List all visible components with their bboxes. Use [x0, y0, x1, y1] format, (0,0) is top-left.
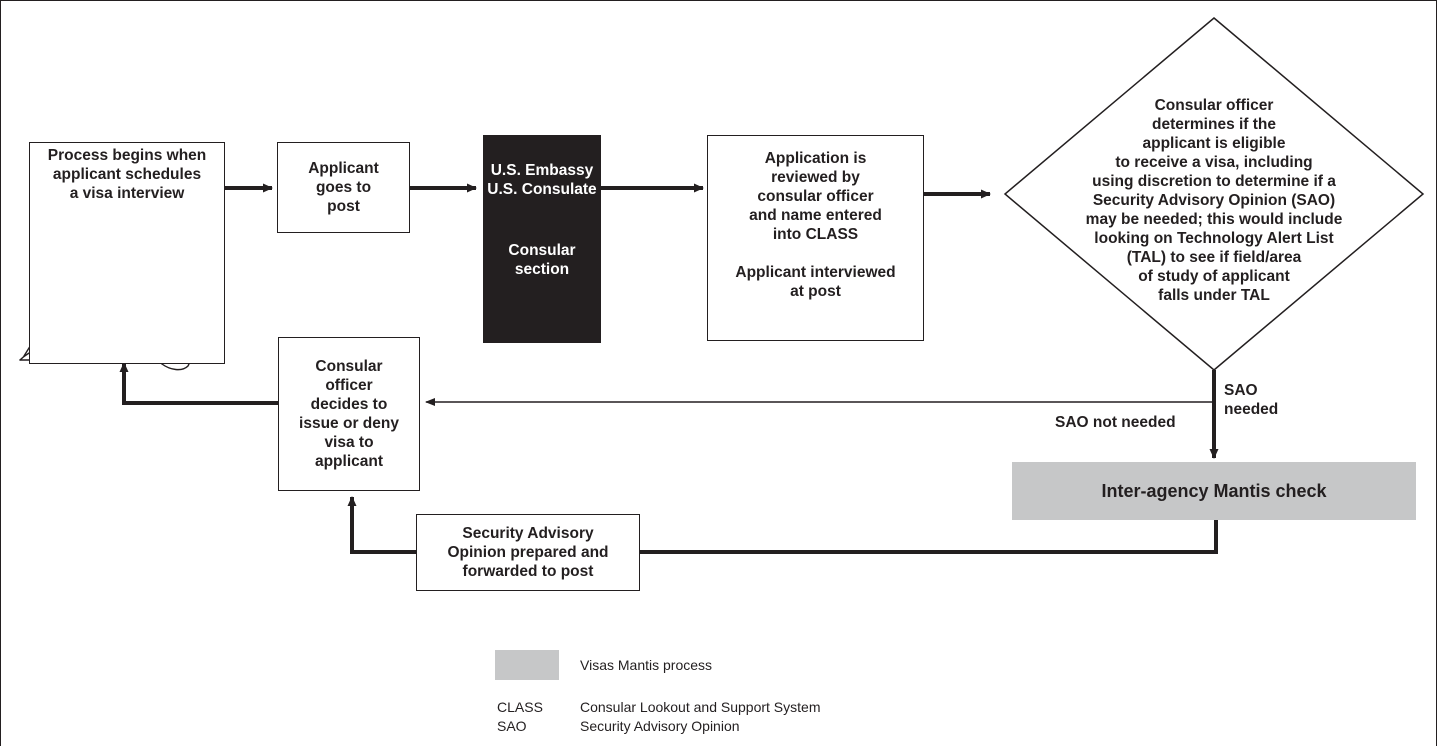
- start-box: Process begins when applicant schedules …: [29, 142, 225, 364]
- legend-swatch-text: Visas Mantis process: [580, 657, 713, 673]
- interview-line: at post: [790, 283, 841, 300]
- decision-line: applicant is eligible: [1142, 135, 1286, 152]
- sao-prepared-line: Security Advisory: [462, 525, 594, 542]
- embassy-line: U.S. Consulate: [487, 181, 597, 198]
- legend-swatch: [495, 650, 559, 680]
- consular-section-line: Consular: [508, 242, 576, 259]
- decision-line: to receive a visa, including: [1115, 154, 1313, 171]
- mantis-check-box: Inter-agency Mantis check: [1012, 462, 1416, 520]
- goes-to-post-line: Applicant: [308, 160, 379, 177]
- review-line: and name entered: [749, 207, 882, 224]
- review-line: consular officer: [757, 188, 874, 205]
- arrow-mantis-to-sao-prepared: [639, 520, 1218, 554]
- start-text-line: a visa interview: [69, 185, 185, 202]
- decision-line: Consular officer: [1154, 97, 1274, 114]
- decision-line: of study of applicant: [1138, 268, 1290, 285]
- review-line: into CLASS: [772, 226, 859, 243]
- issue-deny-line: issue or deny: [299, 415, 399, 432]
- arrow-sao-prepared-to-issue: [347, 496, 416, 554]
- consular-section-line: section: [514, 261, 570, 278]
- start-text-line: Process begins when: [47, 147, 207, 164]
- issue-deny-line: visa to: [324, 434, 374, 451]
- issue-deny-line: applicant: [314, 453, 384, 470]
- start-text-line: applicant schedules: [52, 166, 202, 183]
- goes-to-post-line: post: [327, 198, 360, 215]
- decision-line: falls under TAL: [1158, 287, 1270, 304]
- goes-to-post-line: goes to: [315, 179, 372, 196]
- mantis-check-label: Inter-agency Mantis check: [1101, 480, 1327, 501]
- sao-needed-label: SAO needed: [1224, 381, 1278, 419]
- issue-deny-box: Consular officer decides to issue or den…: [278, 337, 420, 491]
- sao-needed-line: SAO: [1224, 382, 1258, 399]
- decision-text: Consular officer determines if the appli…: [1054, 96, 1374, 326]
- decision-line: Security Advisory Opinion (SAO): [1092, 192, 1336, 209]
- issue-deny-line: decides to: [310, 396, 388, 413]
- sao-prepared-line: forwarded to post: [462, 563, 594, 580]
- legend-abbr: SAO: [497, 718, 527, 734]
- legend-abbr: CLASS: [497, 699, 543, 715]
- review-line: Application is: [764, 150, 867, 167]
- embassy-line: U.S. Embassy: [490, 162, 594, 179]
- sao-needed-line: needed: [1224, 401, 1279, 418]
- sao-prepared-box: Security Advisory Opinion prepared and f…: [416, 514, 640, 591]
- legend-abbr-sao: SAO: [497, 717, 527, 736]
- goes-to-post-box: Applicant goes to post: [277, 142, 410, 233]
- arrow-issue-to-start: [119, 362, 278, 405]
- review-line: reviewed by: [771, 169, 860, 186]
- decision-line: (TAL) to see if field/area: [1126, 249, 1302, 266]
- legend-meaning: Consular Lookout and Support System: [580, 699, 821, 715]
- embassy-box: U.S. Embassy U.S. Consulate Consular sec…: [483, 135, 601, 343]
- interview-line: Applicant interviewed: [735, 264, 896, 281]
- decision-line: may be needed; this would include: [1085, 211, 1343, 228]
- sao-not-needed-text: SAO not needed: [1055, 414, 1176, 431]
- decision-line: using discretion to determine if a: [1092, 173, 1336, 190]
- sao-prepared-line: Opinion prepared and: [447, 544, 609, 561]
- decision-line: looking on Technology Alert List: [1094, 230, 1334, 247]
- legend-meaning: Security Advisory Opinion: [580, 718, 740, 734]
- legend-swatch-label: Visas Mantis process: [580, 656, 712, 675]
- decision-line: determines if the: [1151, 116, 1277, 133]
- legend-meaning-sao: Security Advisory Opinion: [580, 717, 740, 736]
- issue-deny-line: officer: [325, 377, 373, 394]
- legend-abbr-class: CLASS: [497, 698, 543, 717]
- issue-deny-line: Consular: [315, 358, 383, 375]
- review-box: Application is reviewed by consular offi…: [707, 135, 924, 341]
- sao-not-needed-label: SAO not needed: [1055, 413, 1176, 432]
- legend-meaning-class: Consular Lookout and Support System: [580, 698, 820, 717]
